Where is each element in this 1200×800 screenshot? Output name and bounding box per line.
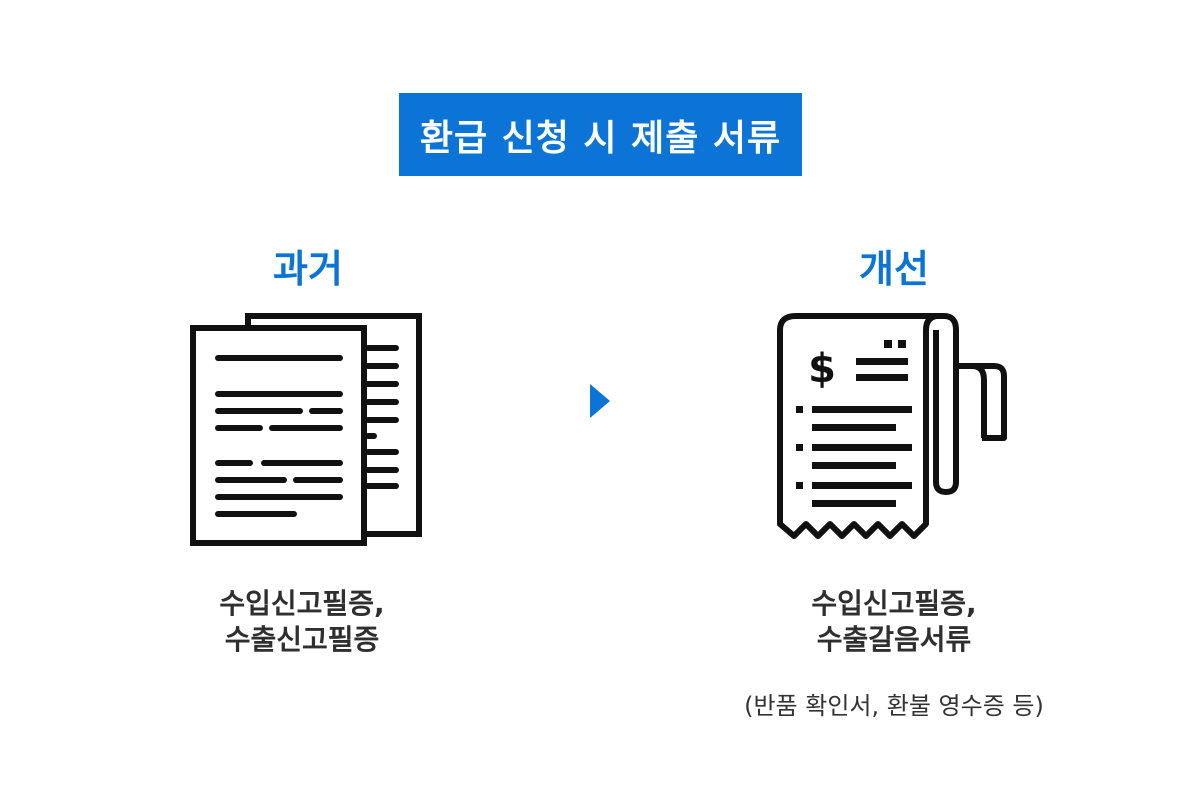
after-caption-line2: 수출갈음서류 [816, 623, 972, 657]
triangle-right-icon [588, 384, 612, 422]
after-caption-line1: 수입신고필증, [811, 587, 977, 620]
before-caption-line2: 수출신고필증 [224, 623, 380, 657]
page-title: 환급 신청 시 제출 서류 [419, 117, 782, 159]
before-caption-line1: 수입신고필증, [219, 587, 385, 620]
after-heading: 개선 [859, 247, 929, 291]
svg-text:$: $ [808, 346, 836, 392]
after-note: (반품 확인서, 환불 영수증 등) [744, 692, 1044, 720]
title-banner: 환급 신청 시 제출 서류 [399, 93, 802, 176]
before-heading: 과거 [273, 247, 343, 291]
after-caption: 수입신고필증, 수출갈음서류 [694, 586, 1094, 659]
before-caption: 수입신고필증, 수출신고필증 [102, 586, 502, 659]
documents-icon [188, 310, 428, 554]
receipt-icon: $ [776, 310, 1016, 554]
